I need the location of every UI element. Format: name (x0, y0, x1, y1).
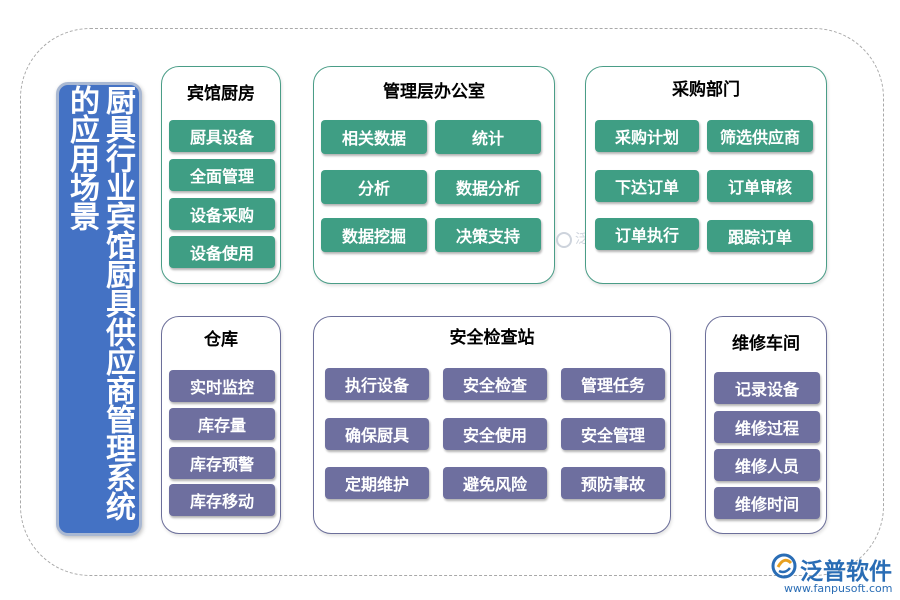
item-order-execution: 订单执行 (595, 218, 699, 250)
panel-title-hotel-kitchen: 宾馆厨房 (187, 84, 255, 104)
item-stock-quantity: 库存量 (169, 408, 275, 440)
item-track-order: 跟踪订单 (707, 220, 813, 252)
panel-management-office: 管理层办公室 相关数据 统计 分析 数据分析 数据挖掘 决策支持 (313, 66, 555, 284)
item-purchase-plan: 采购计划 (595, 120, 699, 152)
panel-title-safety-station: 安全检查站 (449, 328, 535, 348)
item-related-data: 相关数据 (321, 120, 427, 154)
item-equipment-purchase: 设备采购 (169, 198, 275, 230)
item-avoid-risk: 避免风险 (443, 467, 547, 499)
item-stock-movement: 库存移动 (169, 484, 275, 516)
item-repair-time: 维修时间 (714, 487, 820, 519)
panel-title-warehouse: 仓库 (204, 330, 238, 350)
item-safe-use: 安全使用 (443, 418, 547, 450)
item-data-mining: 数据挖掘 (321, 218, 427, 252)
item-prevent-accidents: 预防事故 (561, 467, 665, 499)
logo-name: 泛普软件 (800, 559, 892, 585)
panel-title-management-office: 管理层办公室 (383, 82, 485, 102)
item-place-order: 下达订单 (595, 170, 699, 202)
item-statistics: 统计 (435, 120, 541, 154)
watermark-logo-icon (556, 231, 572, 248)
item-data-analysis: 数据分析 (435, 170, 541, 204)
outer-dashed-frame (20, 28, 884, 576)
item-realtime-monitoring: 实时监控 (169, 370, 275, 402)
item-safety-inspection: 安全检查 (443, 368, 547, 400)
item-equipment-use: 设备使用 (169, 236, 275, 268)
item-repair-process: 维修过程 (714, 411, 820, 443)
item-screen-suppliers: 筛选供应商 (707, 120, 813, 152)
logo-url: www.fanpusoft.com (784, 582, 893, 595)
fanpu-logo-icon (771, 553, 797, 579)
panel-safety-station: 安全检查站 执行设备 安全检查 管理任务 确保厨具 安全使用 安全管理 定期维护… (313, 316, 671, 534)
item-ensure-kitchenware: 确保厨具 (325, 418, 429, 450)
item-analysis: 分析 (321, 170, 427, 204)
item-record-equipment: 记录设备 (714, 372, 820, 404)
item-regular-maintenance: 定期维护 (325, 467, 429, 499)
item-stock-warning: 库存预警 (169, 447, 275, 479)
item-full-management: 全面管理 (169, 159, 275, 191)
item-kitchen-equipment: 厨具设备 (169, 120, 275, 152)
item-execute-equipment: 执行设备 (325, 368, 429, 400)
item-decision-support: 决策支持 (435, 218, 541, 252)
panel-repair-shop: 维修车间 记录设备 维修过程 维修人员 维修时间 (705, 316, 827, 534)
item-repair-personnel: 维修人员 (714, 449, 820, 481)
panel-title-repair-shop: 维修车间 (732, 334, 800, 354)
item-manage-tasks: 管理任务 (561, 368, 665, 400)
panel-purchasing: 采购部门 采购计划 筛选供应商 下达订单 订单审核 订单执行 跟踪订单 (585, 66, 827, 284)
panel-warehouse: 仓库 实时监控 库存量 库存预警 库存移动 (161, 316, 281, 534)
item-safety-management: 安全管理 (561, 418, 665, 450)
panel-hotel-kitchen: 宾馆厨房 厨具设备 全面管理 设备采购 设备使用 (161, 66, 281, 284)
panel-title-purchasing: 采购部门 (672, 80, 740, 100)
item-order-review: 订单审核 (707, 170, 813, 202)
main-title: 厨具行业宾馆厨具供应商管理系统的应用场景 (64, 85, 135, 520)
main-title-box: 厨具行业宾馆厨具供应商管理系统的应用场景 (56, 82, 142, 536)
